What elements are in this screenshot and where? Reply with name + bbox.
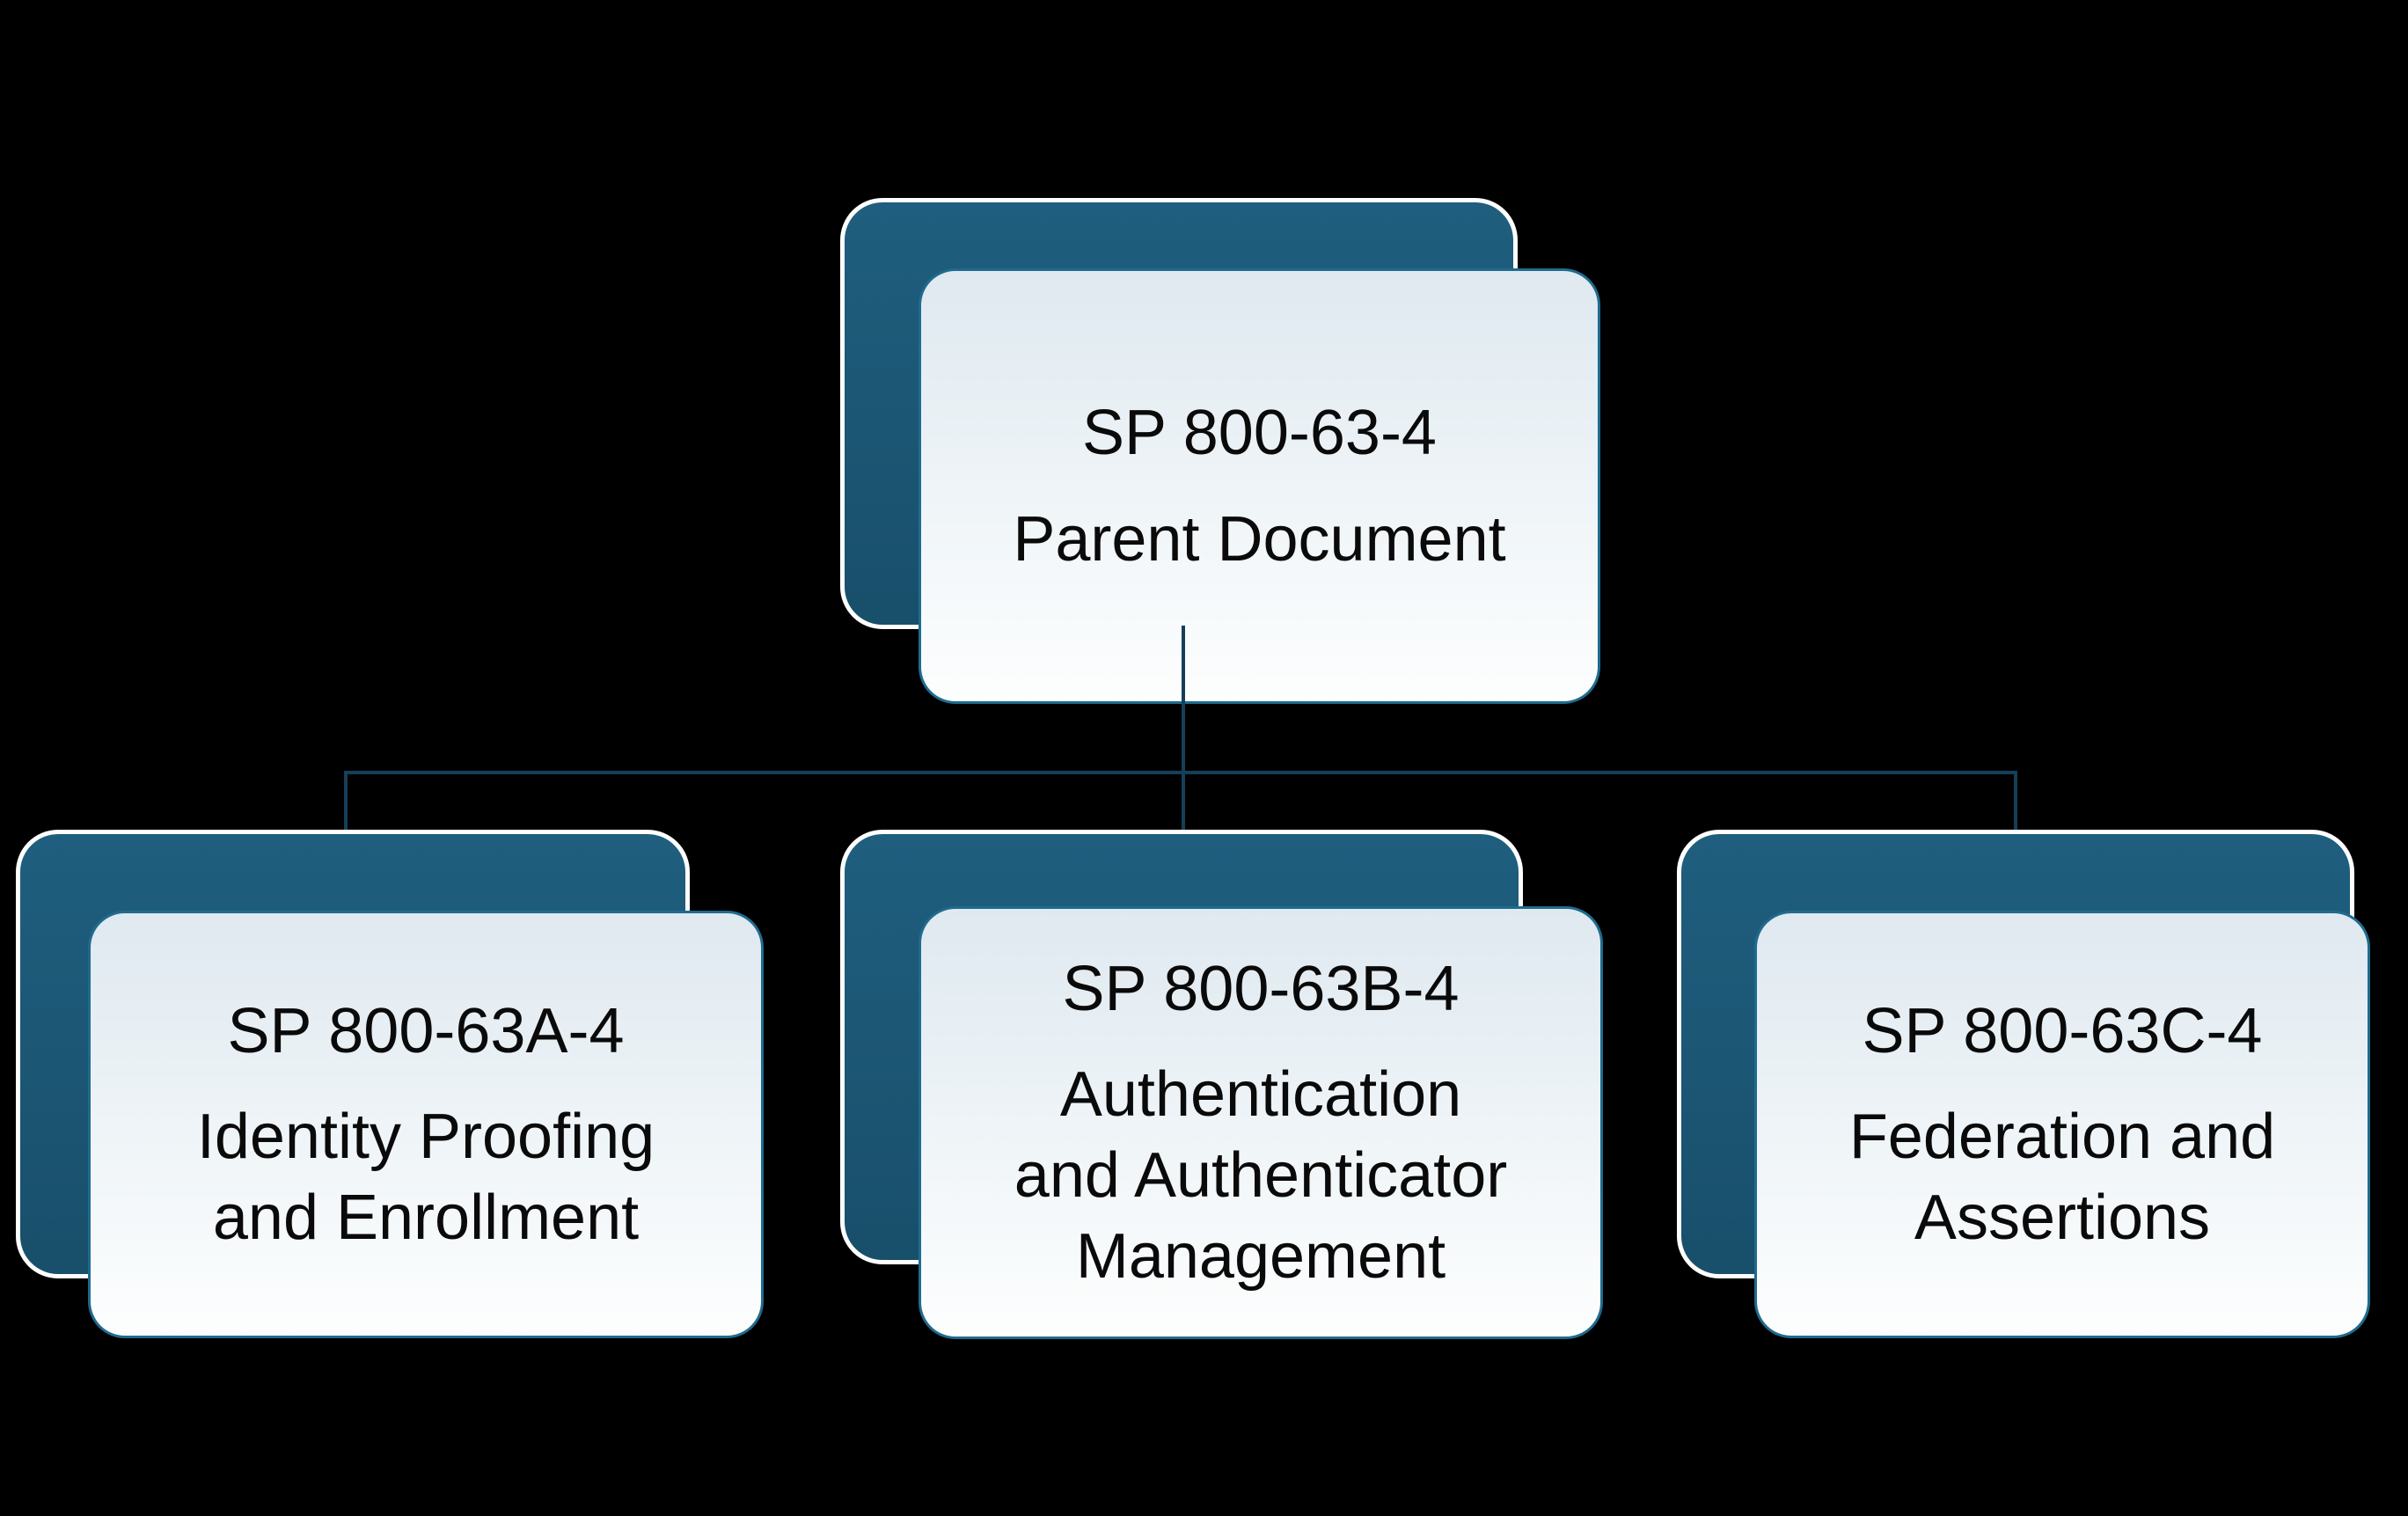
authentication-card: SP 800-63B-4 Authentication and Authenti… — [919, 906, 1603, 1339]
federation-title: SP 800-63C-4 — [1862, 995, 2263, 1066]
federation-card-shadow — [1677, 830, 2354, 1278]
connector-right-child-stem — [2014, 771, 2017, 850]
connector-parent-stem — [1182, 626, 1185, 774]
identity-proofing-subtitle: Identity Proofing and Enrollment — [196, 1101, 655, 1254]
parent-title: SP 800-63-4 — [1082, 398, 1437, 469]
identity-proofing-card-shadow — [16, 830, 690, 1278]
federation-card: SP 800-63C-4 Federation and Assertions — [1754, 911, 2370, 1338]
authentication-title: SP 800-63B-4 — [1062, 953, 1460, 1024]
authentication-subtitle: Authentication and Authenticator Managem… — [1014, 1058, 1508, 1293]
authentication-card-shadow — [840, 830, 1523, 1264]
identity-proofing-card: SP 800-63A-4 Identity Proofing and Enrol… — [88, 911, 764, 1338]
connector-horizontal-bus — [344, 771, 2017, 774]
connector-left-child-stem — [344, 771, 348, 850]
connector-middle-child-stem — [1182, 771, 1185, 850]
federation-subtitle: Federation and Assertions — [1848, 1101, 2276, 1254]
identity-proofing-title: SP 800-63A-4 — [227, 995, 625, 1066]
parent-subtitle: Parent Document — [1013, 503, 1506, 575]
parent-card-shadow — [840, 198, 1518, 629]
parent-card: SP 800-63-4 Parent Document — [919, 268, 1600, 704]
